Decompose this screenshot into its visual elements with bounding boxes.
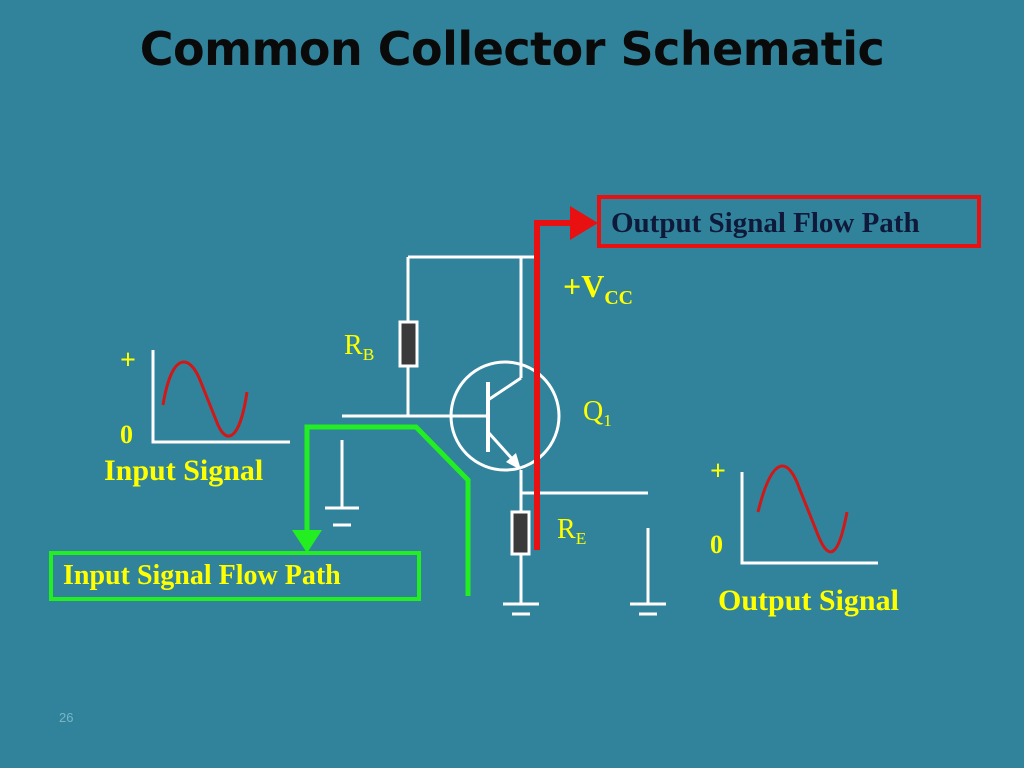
output-waveform (756, 464, 849, 554)
rb-label: RB (344, 330, 375, 365)
ground-symbols (325, 506, 666, 616)
output-signal-graph (740, 464, 878, 565)
page-number: 26 (59, 710, 74, 725)
output-signal-label: Output Signal (718, 584, 899, 617)
transistor-icon (449, 360, 561, 472)
input-waveform (161, 360, 249, 438)
ground-icon (630, 602, 666, 616)
output-axes (740, 472, 878, 565)
slide-title: Common Collector Schematic (139, 22, 885, 76)
rb-resistor-icon (398, 320, 419, 368)
output-flow-box: Output Signal Flow Path (597, 195, 981, 248)
output-flow-path (534, 206, 598, 550)
vcc-label: +VCC (563, 268, 633, 309)
q1-label: Q1 (583, 396, 612, 431)
re-resistor-icon (510, 510, 531, 556)
input-flow-box: Input Signal Flow Path (49, 551, 421, 601)
input-flow-label: Input Signal Flow Path (63, 560, 341, 591)
input-flow-arrow-icon (292, 530, 322, 553)
ground-icon (503, 602, 539, 616)
input-zero-label: 0 (120, 420, 133, 449)
re-label: RE (557, 514, 587, 549)
ground-icon (325, 506, 359, 527)
output-plus-label: + (710, 456, 726, 487)
output-zero-label: 0 (710, 530, 723, 559)
input-axes (151, 350, 290, 444)
output-flow-label: Output Signal Flow Path (611, 207, 920, 239)
input-signal-graph (151, 350, 290, 444)
input-signal-label: Input Signal (104, 454, 264, 487)
output-flow-arrow-icon (570, 206, 598, 240)
input-plus-label: + (120, 345, 136, 376)
input-flow-path (292, 424, 471, 596)
